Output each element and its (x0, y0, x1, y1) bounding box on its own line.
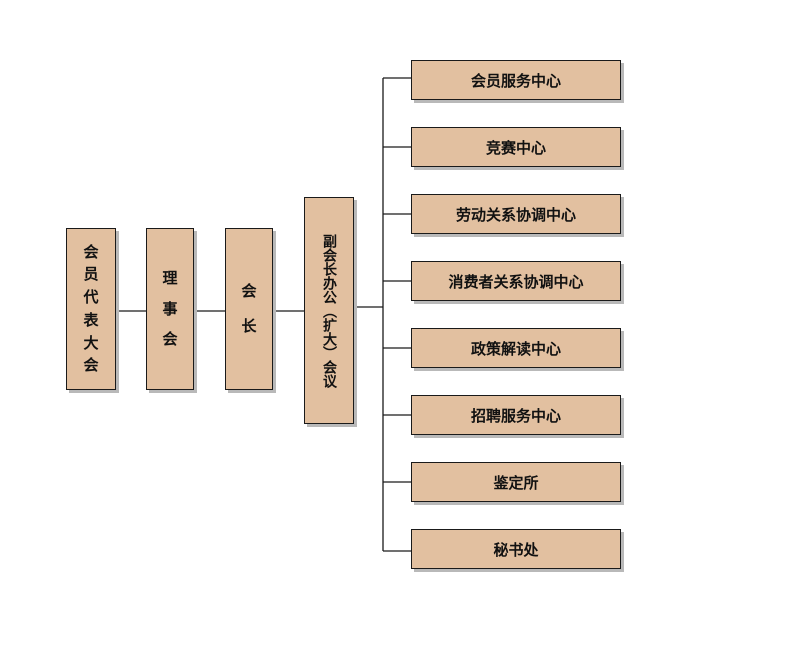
members-congress-char: 会 (83, 242, 99, 261)
council-char: 理 (162, 268, 178, 287)
vice-president-meeting-box: 副会长办公（扩大）会议 (304, 197, 354, 424)
members-congress-box: 会 员 代 表 大 会 (66, 228, 116, 390)
dept-label: 劳动关系协调中心 (455, 205, 576, 224)
dept-label: 消费者关系协调中心 (448, 272, 584, 291)
dept-box-recruitment: 招聘服务中心 (411, 395, 621, 435)
members-congress-char: 会 (83, 356, 99, 375)
members-congress-char: 代 (83, 288, 99, 307)
president-char: 长 (241, 316, 257, 335)
dept-box-member-service: 会员服务中心 (411, 60, 621, 100)
dept-box-secretariat: 秘书处 (411, 529, 621, 569)
members-congress-char: 表 (83, 310, 99, 329)
dept-label: 鉴定所 (493, 473, 539, 492)
council-char: 会 (162, 330, 178, 349)
president-box: 会 长 (225, 228, 273, 390)
dept-box-policy: 政策解读中心 (411, 328, 621, 368)
dept-label: 秘书处 (493, 540, 539, 559)
president-char: 会 (241, 282, 257, 301)
dept-box-consumer-relations: 消费者关系协调中心 (411, 261, 621, 301)
dept-label: 政策解读中心 (470, 339, 561, 358)
council-box: 理 事 会 (146, 228, 194, 390)
members-congress-char: 大 (83, 333, 99, 352)
dept-label: 竞赛中心 (485, 138, 546, 157)
dept-box-appraisal: 鉴定所 (411, 462, 621, 502)
council-char: 事 (162, 299, 178, 318)
dept-label: 会员服务中心 (470, 71, 561, 90)
members-congress-char: 员 (83, 265, 99, 284)
dept-label: 招聘服务中心 (470, 406, 561, 425)
vice-president-meeting-label: 副会长办公（扩大）会议 (321, 233, 337, 388)
dept-box-labor-relations: 劳动关系协调中心 (411, 194, 621, 234)
dept-box-competition: 竞赛中心 (411, 127, 621, 167)
